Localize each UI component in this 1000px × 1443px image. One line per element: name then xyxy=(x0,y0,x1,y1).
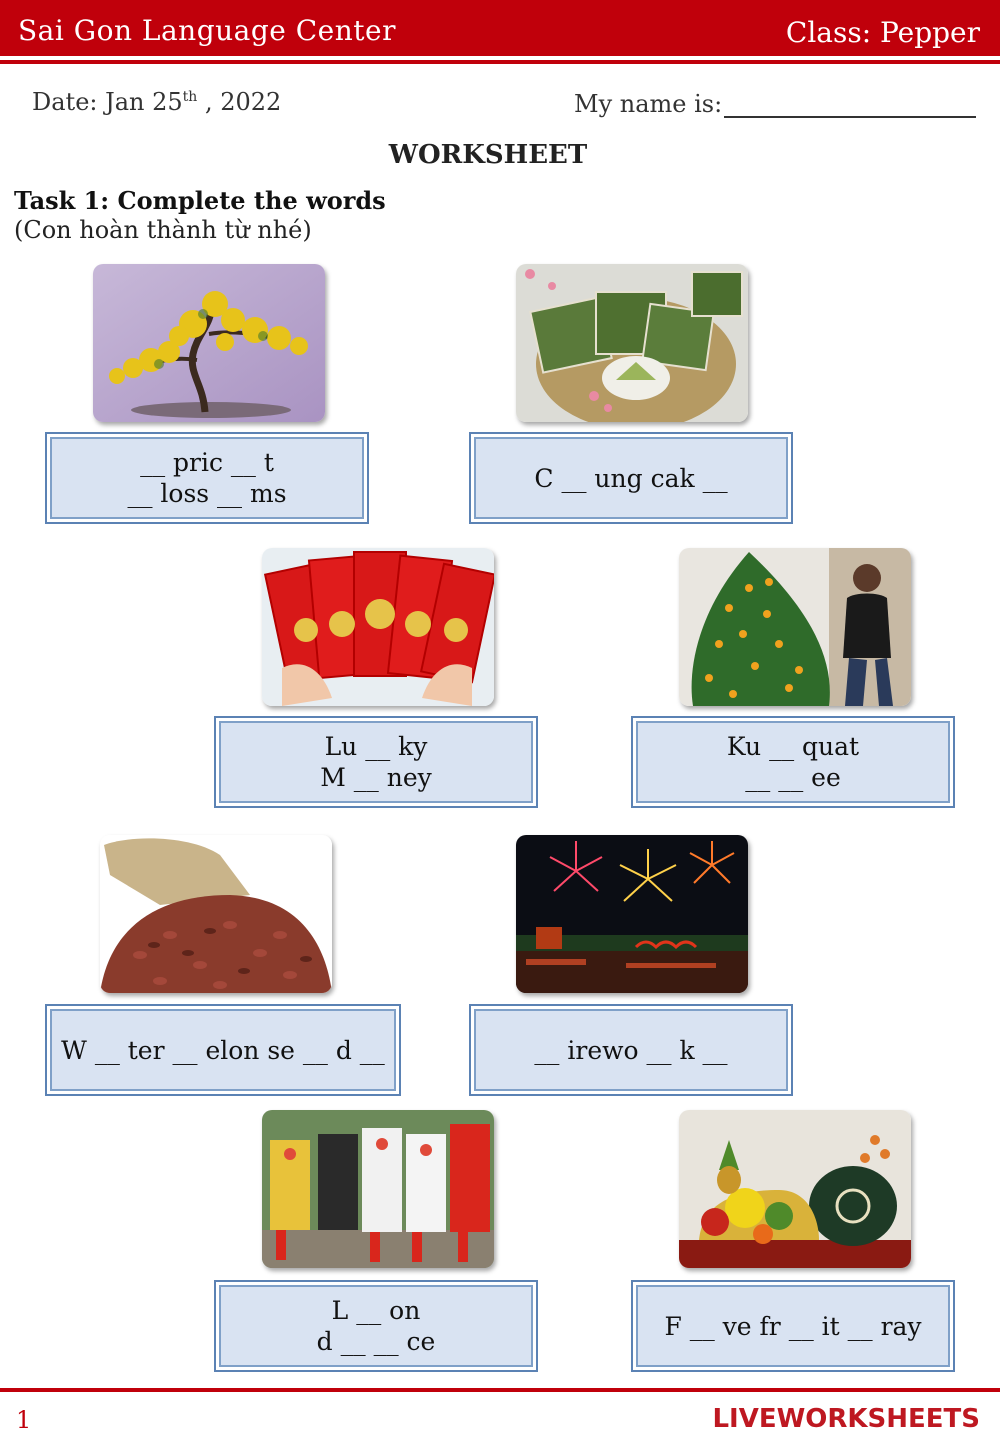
liveworksheets-logo: LIVEWORKSHEETS xyxy=(712,1404,980,1434)
center-name: Sai Gon Language Center xyxy=(18,14,396,47)
page-number: 1 xyxy=(16,1406,32,1434)
class-label: Class: Pepper xyxy=(785,16,980,49)
apricot-blossom-tree-photo xyxy=(93,264,325,422)
task-title: Task 1: Complete the words xyxy=(14,186,386,215)
header-divider xyxy=(0,60,1000,64)
word-line: Ku __ quat xyxy=(726,732,860,761)
word-line: C __ ung cak __ xyxy=(534,463,728,493)
watermelon-seeds-photo xyxy=(100,835,332,993)
footer-divider xyxy=(0,1388,1000,1392)
word-line: Lu __ ky xyxy=(324,732,428,761)
kumquat-tree-photo xyxy=(679,548,911,706)
task-subtitle: (Con hoàn thành từ nhé) xyxy=(14,216,312,244)
fireworks-photo xyxy=(516,835,748,993)
date-label: Date: Jan 25th , 2022 xyxy=(32,88,282,116)
word-line: __ __ ee xyxy=(745,763,841,792)
word-box-chung-cake[interactable]: C __ ung cak __ xyxy=(469,432,793,524)
word-line: F __ ve fr __ it __ ray xyxy=(664,1311,922,1341)
chung-cake-photo xyxy=(516,264,748,422)
word-box-watermelon-seeds[interactable]: W __ ter __ elon se __ d __ xyxy=(45,1004,401,1096)
lucky-money-envelopes-photo xyxy=(262,548,494,706)
word-box-apricot-blossoms[interactable]: __ pric __ t __ loss __ ms xyxy=(45,432,369,524)
word-line: __ loss __ ms xyxy=(127,479,287,508)
header-bar: Sai Gon Language Center Class: Pepper xyxy=(0,0,1000,56)
word-line: L __ on xyxy=(331,1296,421,1325)
name-prompt: My name is: xyxy=(574,90,723,118)
name-input-line[interactable] xyxy=(724,116,976,118)
word-line: d __ __ ce xyxy=(316,1327,436,1356)
word-line: __ irewo __ k __ xyxy=(534,1035,728,1065)
word-line: W __ ter __ elon se __ d __ xyxy=(61,1035,385,1065)
page-title: WORKSHEET xyxy=(388,140,588,170)
word-box-lion-dance[interactable]: L __ on d __ __ ce xyxy=(214,1280,538,1372)
lion-dance-photo xyxy=(262,1110,494,1268)
word-box-kumquat-tree[interactable]: Ku __ quat __ __ ee xyxy=(631,716,955,808)
word-box-fireworks[interactable]: __ irewo __ k __ xyxy=(469,1004,793,1096)
word-box-lucky-money[interactable]: Lu __ ky M __ ney xyxy=(214,716,538,808)
word-box-five-fruit-tray[interactable]: F __ ve fr __ it __ ray xyxy=(631,1280,955,1372)
five-fruit-tray-photo xyxy=(679,1110,911,1268)
word-line: M __ ney xyxy=(320,763,432,792)
word-line: __ pric __ t xyxy=(140,448,274,477)
